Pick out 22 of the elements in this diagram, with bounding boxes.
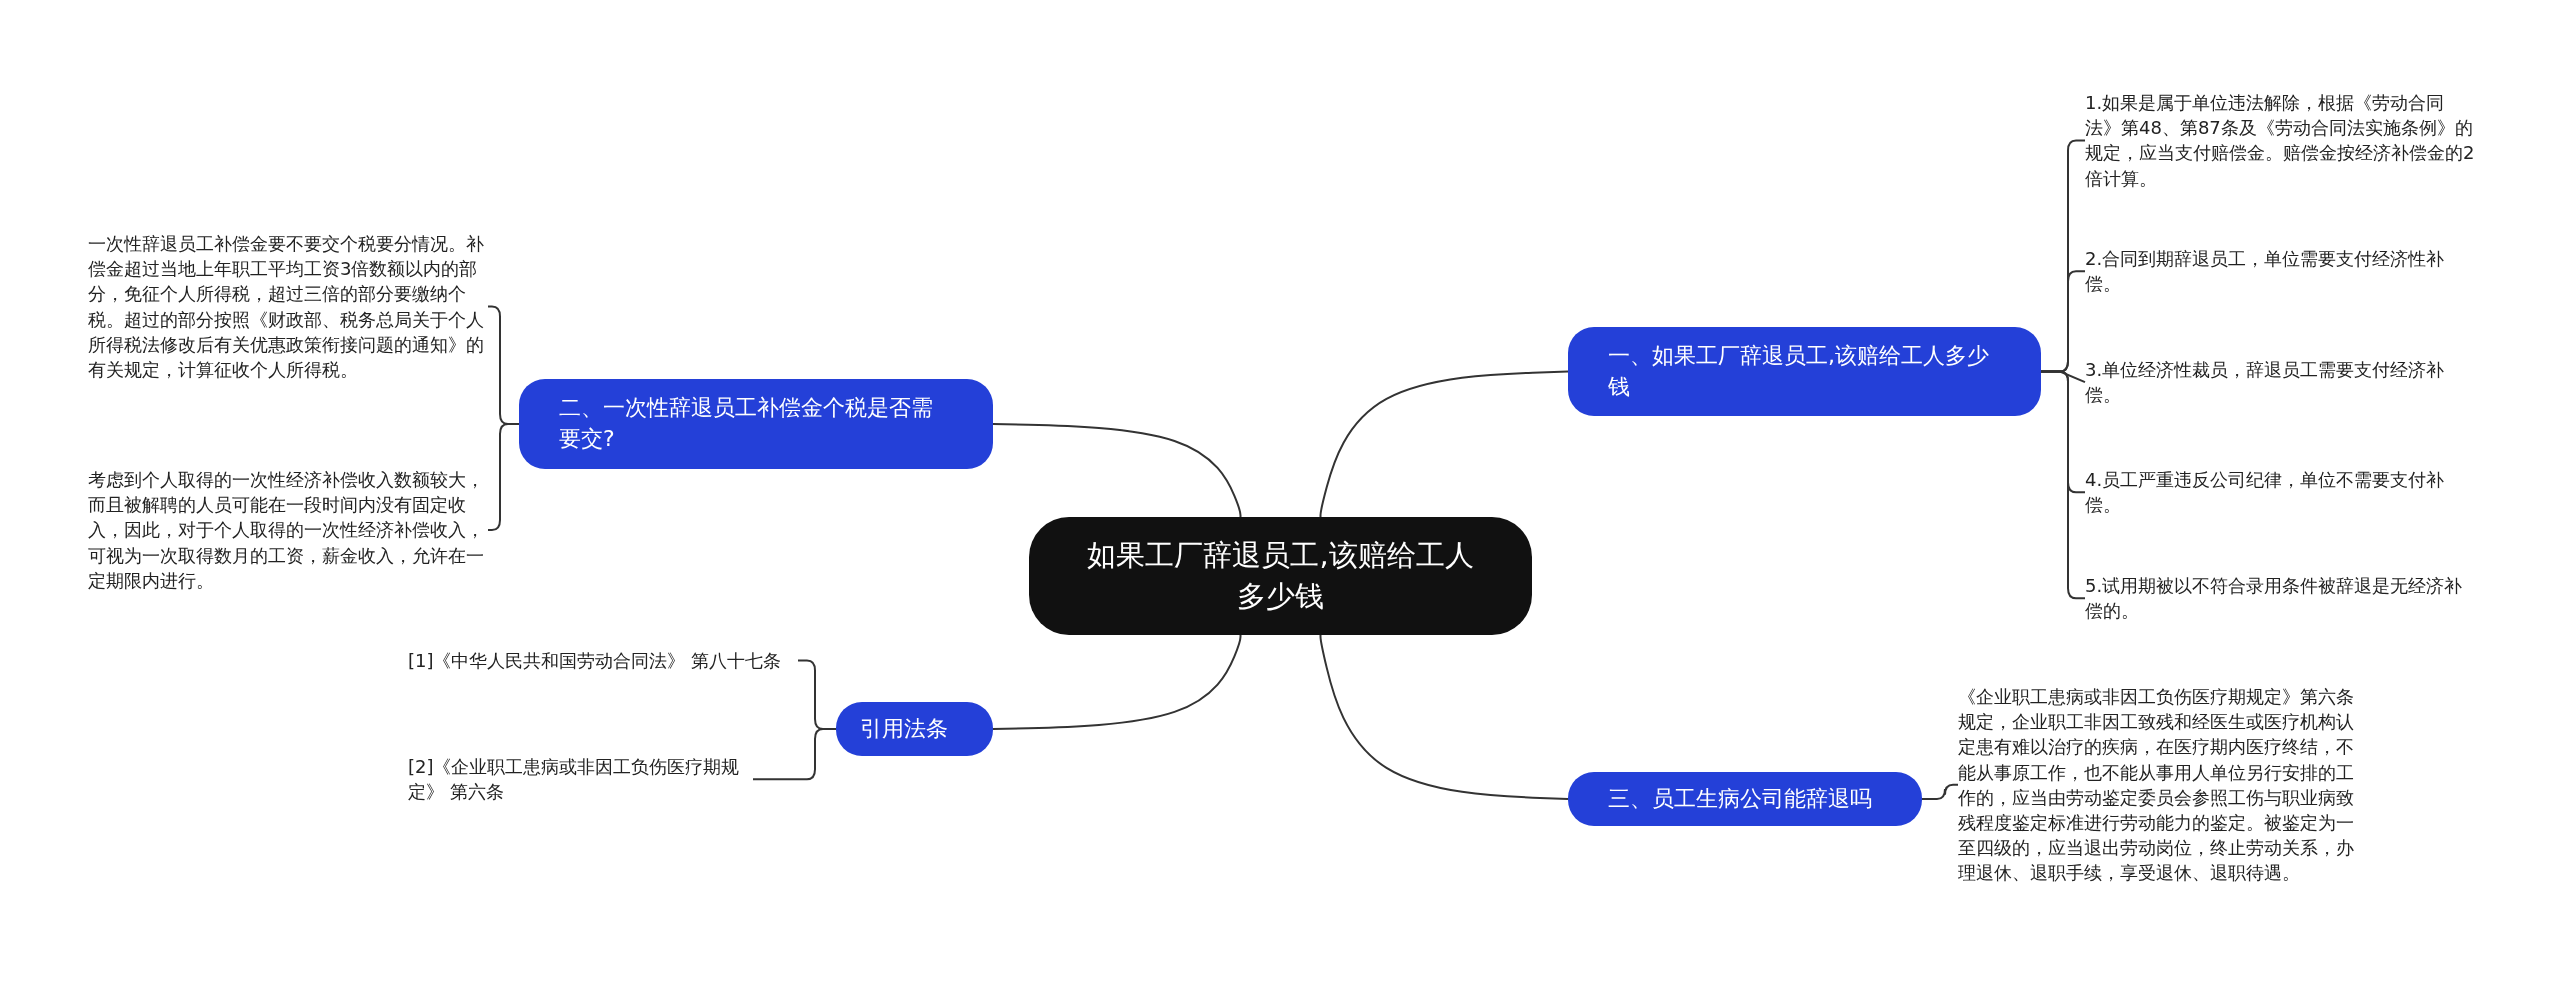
bracket-connector [1921, 783, 1959, 800]
note-text: 2.合同到期辞退员工，单位需要支付经济性补偿。 [2085, 246, 2480, 297]
branch-topic: 一、如果工厂辞退员工,该赔给工人多少钱 [1568, 327, 2041, 416]
bracket-connector [752, 728, 837, 781]
branch-connector [1319, 634, 1569, 800]
central-topic: 如果工厂辞退员工,该赔给工人多少钱 [1029, 517, 1532, 635]
branch-connector [1319, 370, 1569, 518]
note-text: 5.试用期被以不符合录用条件被辞退是无经济补偿的。 [2085, 573, 2480, 624]
note-text: [2]《企业职工患病或非因工负伤医疗期规定》 第六条 [408, 754, 753, 805]
note-text: [1]《中华人民共和国劳动合同法》 第八十七条 [408, 648, 798, 674]
note-text: 一次性辞退员工补偿金要不要交个税要分情况。补偿金超过当地上年职工平均工资3倍数额以内的部分，免征个人所得税，超过三倍的部分要缴纳个税。超过的部分按照《财政部、税务总局关于个人所得税法修改后有关优惠政策衔接问题的通知》的有关规定，计算征收个人所得税。 [88, 231, 488, 383]
branch-topic: 引用法条 [836, 702, 993, 756]
note-text: 4.员工严重违反公司纪律，单位不需要支付补偿。 [2085, 467, 2480, 518]
branch-topic: 三、员工生病公司能辞退吗 [1568, 772, 1922, 826]
branch-connector [992, 423, 1242, 518]
branch-connector [992, 634, 1242, 730]
note-text: 考虑到个人取得的一次性经济补偿收入数额较大，而且被解聘的人员可能在一段时间内没有固定收入，因此，对于个人取得的一次性经济补偿收入，可视为一次取得数月的工资，薪金收入，允许在一定期限内进行。 [88, 467, 488, 593]
bracket-connector [487, 423, 520, 531]
note-text: 《企业职工患病或非因工负伤医疗期规定》第六条规定，企业职工非因工致残和经医生或医疗机构认定患有难以治疗的疾病，在医疗期内医疗终结，不能从事原工作，也不能从事用人单位另行安排的工作的，应当由劳动鉴定委员会参照工伤与职业病致残程度鉴定标准进行劳动能力的鉴定。被鉴定为一至四级的，应当退出劳动岗位，终止劳动关系，办理退休、退职手续，享受退休、退职待遇。 [1958, 684, 2358, 886]
note-text: 3.单位经济性裁员，辞退员工需要支付经济补偿。 [2085, 357, 2480, 408]
branch-topic: 二、一次性辞退员工补偿金个税是否需要交? [519, 379, 993, 469]
note-text: 1.如果是属于单位违法解除，根据《劳动合同法》第48、第87条及《劳动合同法实施条例》的规定，应当支付赔偿金。赔偿金按经济补偿金的2倍计算。 [2085, 90, 2480, 191]
